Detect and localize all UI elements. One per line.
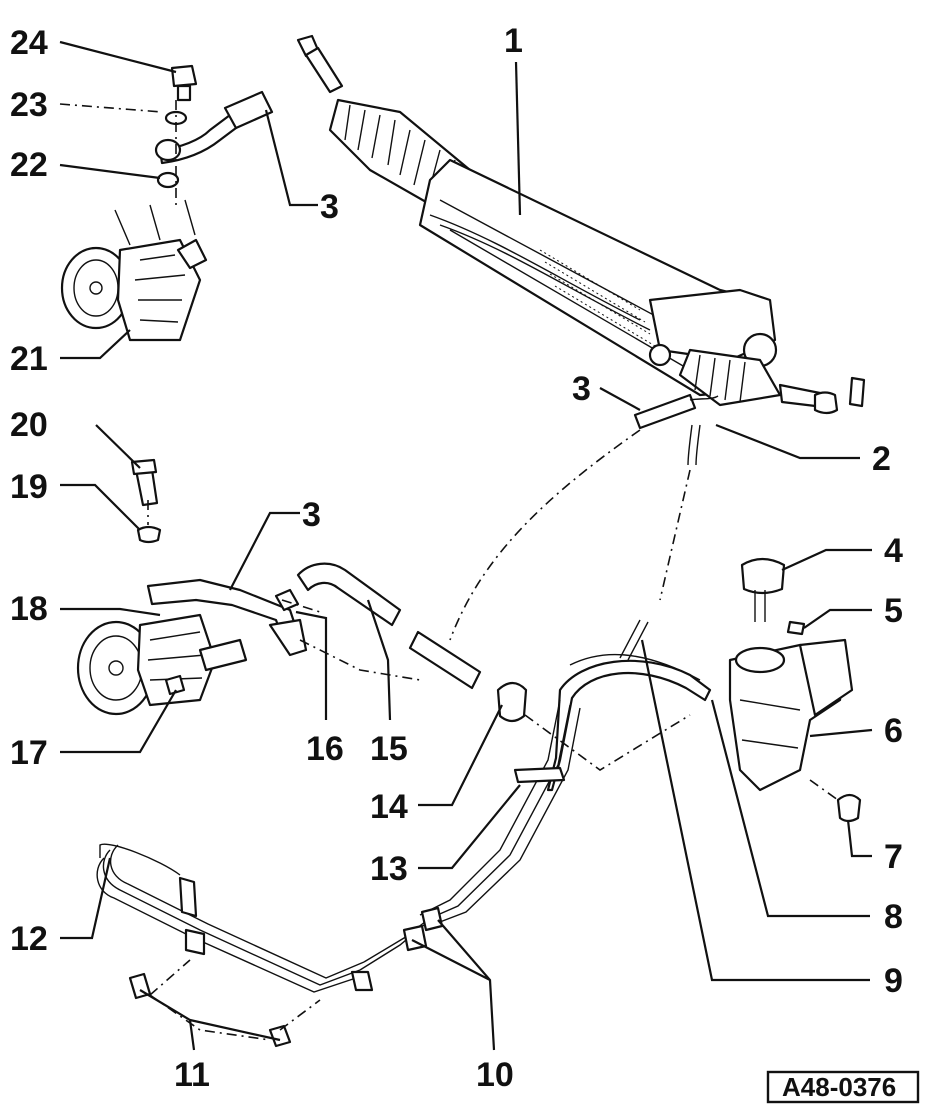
- callout-3-rack: 3: [572, 370, 591, 408]
- callout-4: 4: [884, 532, 903, 570]
- callout-9: 9: [884, 962, 903, 1000]
- callout-24: 24: [10, 24, 48, 62]
- callout-6: 6: [884, 712, 903, 750]
- callout-13: 13: [370, 850, 408, 888]
- callout-1: 1: [504, 22, 523, 60]
- lower-pump: [76, 562, 528, 723]
- leader-lines: [59, 40, 873, 1051]
- callout-16: 16: [306, 730, 344, 768]
- callout-20: 20: [10, 406, 48, 444]
- callout-21: 21: [10, 340, 48, 378]
- callout-10: 10: [476, 1056, 514, 1094]
- callout-14: 14: [370, 788, 408, 826]
- callout-5: 5: [884, 592, 903, 630]
- upper-pump: [60, 64, 274, 342]
- steering-rack: [296, 34, 866, 415]
- callout-15: 15: [370, 730, 408, 768]
- screw-and-clip: [130, 458, 162, 544]
- callout-7: 7: [884, 838, 903, 876]
- callout-3-lower: 3: [302, 496, 321, 534]
- callout-19: 19: [10, 468, 48, 506]
- assembly-lines: [147, 100, 839, 1041]
- callout-8: 8: [884, 898, 903, 936]
- figure-reference: A48-0376: [766, 1070, 920, 1104]
- callout-3-upper: 3: [320, 188, 339, 226]
- callout-18: 18: [10, 590, 48, 628]
- reservoir: [728, 557, 862, 823]
- callout-17: 17: [10, 734, 48, 772]
- rack-hose-connection: [633, 393, 719, 466]
- callout-11: 11: [174, 1056, 210, 1094]
- figure-id: A48-0376: [782, 1072, 896, 1102]
- callout-23: 23: [10, 86, 48, 124]
- callout-2: 2: [872, 440, 891, 478]
- callout-22: 22: [10, 146, 48, 184]
- callout-labels: 1 24 23 22 3 21 20 19 3 2 3 18 17 16 15 …: [10, 22, 903, 1094]
- callout-12: 12: [10, 920, 48, 958]
